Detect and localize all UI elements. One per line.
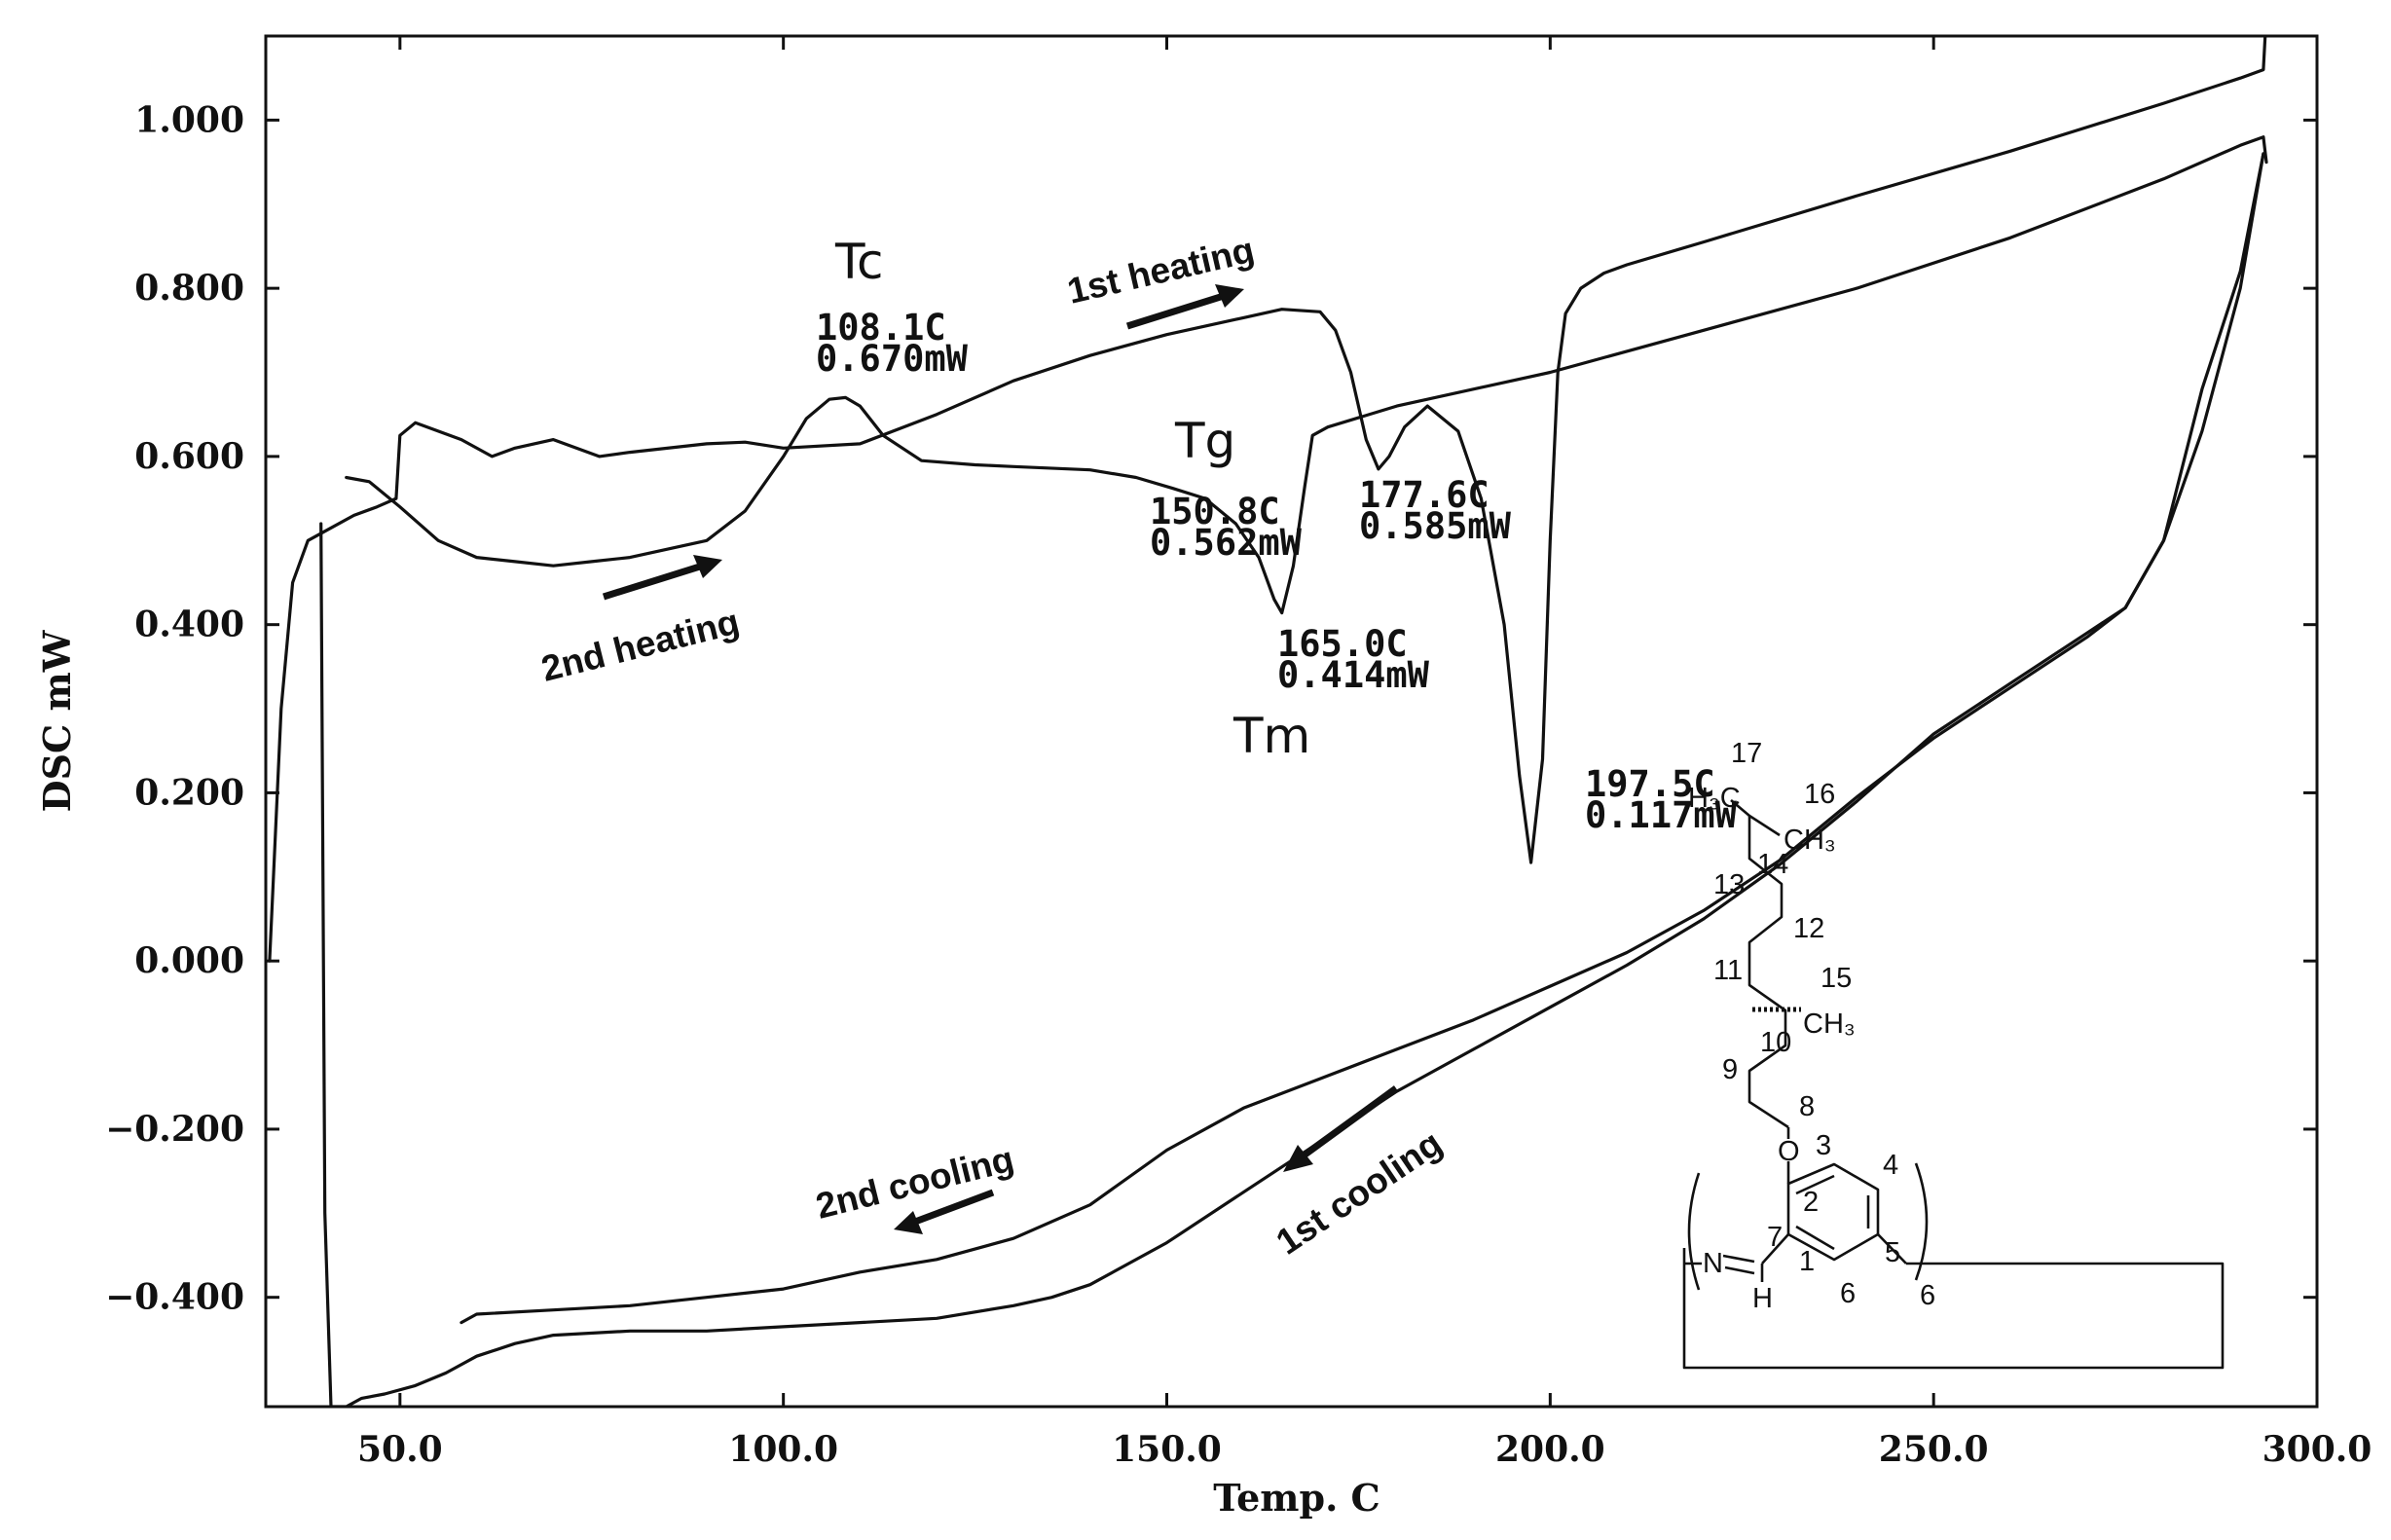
series-line-1st-heating xyxy=(268,36,2267,963)
atom-number-9: 9 xyxy=(1722,1054,1738,1085)
dsc-curves xyxy=(268,36,2268,1407)
y-tick-label: 0.000 xyxy=(134,940,244,981)
annotation-tm-power: 0.414mW xyxy=(1277,654,1430,696)
annotation-tg-symbol: Tg xyxy=(1174,413,1235,469)
series-line-2nd-heating xyxy=(345,135,2268,615)
atom-number-11: 11 xyxy=(1713,955,1743,986)
x-tick-label: 100.0 xyxy=(728,1429,838,1470)
annotation-tm-temp: 165.0C xyxy=(1277,623,1408,665)
y-tick-label: −0.200 xyxy=(105,1109,244,1150)
x-tick-label: 50.0 xyxy=(357,1429,443,1470)
atom-number-17: 17 xyxy=(1731,738,1762,769)
annotation-tc-power: 0.670mW xyxy=(816,338,969,380)
atom-number-10: 10 xyxy=(1760,1027,1791,1058)
y-tick-label: 0.600 xyxy=(134,436,244,477)
arrow-1st-heating xyxy=(1125,284,1244,330)
struct-ch3-right-label: CH₃ xyxy=(1784,825,1836,856)
y-tick-label: 0.200 xyxy=(134,772,244,813)
atom-number-6: 6 xyxy=(1840,1278,1856,1309)
struct-nitrogen-label: N xyxy=(1703,1248,1723,1279)
y-tick-label: −0.400 xyxy=(105,1277,244,1318)
annotation-tc-temp: 108.1C xyxy=(816,307,946,348)
atom-number-14: 14 xyxy=(1757,849,1788,880)
plot-frame xyxy=(264,34,2319,1409)
atom-number-12: 12 xyxy=(1793,913,1824,944)
annotation-tc-symbol: Tc xyxy=(834,234,884,290)
arrow-2nd-heating xyxy=(602,555,722,601)
annotation-tg-power: 0.562mW xyxy=(1150,522,1303,564)
x-tick-label: 150.0 xyxy=(1112,1429,1222,1470)
atom-number-16: 16 xyxy=(1804,779,1835,810)
phase-label-1st-cooling: 1st cooling xyxy=(1269,1122,1450,1262)
y-axis-title: DSC mW xyxy=(35,629,79,812)
x-tick-label: 300.0 xyxy=(2262,1429,2373,1470)
y-tick-label: 1.000 xyxy=(134,99,244,140)
struct-hydrogen-label: H xyxy=(1752,1283,1773,1314)
series-line-1st-cooling xyxy=(319,152,2265,1407)
atom-number-4: 4 xyxy=(1883,1150,1898,1181)
annotation-tg-temp: 150.8C xyxy=(1150,491,1280,532)
annotation-1776-power: 0.585mW xyxy=(1359,505,1512,547)
atom-number-7: 7 xyxy=(1767,1222,1783,1253)
annotation-1975-power: 0.117mW xyxy=(1585,794,1738,836)
x-axis-title: Temp. C xyxy=(1213,1476,1380,1520)
atom-number-13: 13 xyxy=(1713,869,1745,900)
tick-labels: 50.0 100.0 150.0 200.0 250.0 300.0 1.000 0.800 0… xyxy=(105,99,2372,1470)
axis-ticks xyxy=(266,36,2319,1407)
struct-h3c-label: H₃C xyxy=(1688,783,1741,814)
y-tick-label: 0.800 xyxy=(134,268,244,309)
atom-number-15: 15 xyxy=(1821,963,1852,994)
arrow-2nd-cooling xyxy=(894,1189,995,1234)
arrow-1st-cooling xyxy=(1283,1085,1399,1172)
phase-label-2nd-cooling: 2nd cooling xyxy=(812,1139,1017,1227)
x-tick-label: 200.0 xyxy=(1495,1429,1605,1470)
annotation-1975-temp: 197.5C xyxy=(1585,763,1715,805)
atom-number-8: 8 xyxy=(1799,1091,1815,1122)
y-tick-label: 0.400 xyxy=(134,605,244,645)
struct-oxygen-label: O xyxy=(1778,1136,1800,1167)
phase-label-2nd-heating: 2nd heating xyxy=(537,602,743,689)
atom-number-1: 1 xyxy=(1799,1246,1815,1277)
x-tick-label: 250.0 xyxy=(1879,1429,1989,1470)
struct-ch3-methyl-label: CH₃ xyxy=(1803,1008,1856,1040)
struct-subscript-label: 6 xyxy=(1920,1280,1935,1311)
atom-number-3: 3 xyxy=(1816,1130,1831,1161)
atom-number-5: 5 xyxy=(1885,1237,1900,1268)
annotation-tm-symbol: Tm xyxy=(1232,708,1310,764)
series-line-2nd-cooling xyxy=(460,152,2265,1325)
atom-number-2: 2 xyxy=(1803,1187,1819,1218)
annotation-1776-temp: 177.6C xyxy=(1359,474,1490,516)
chemical-structure: H₃C CH₃ CH₃ O N H 6 1 2 3 4 5 6 7 8 9 10… xyxy=(1682,738,2225,1370)
